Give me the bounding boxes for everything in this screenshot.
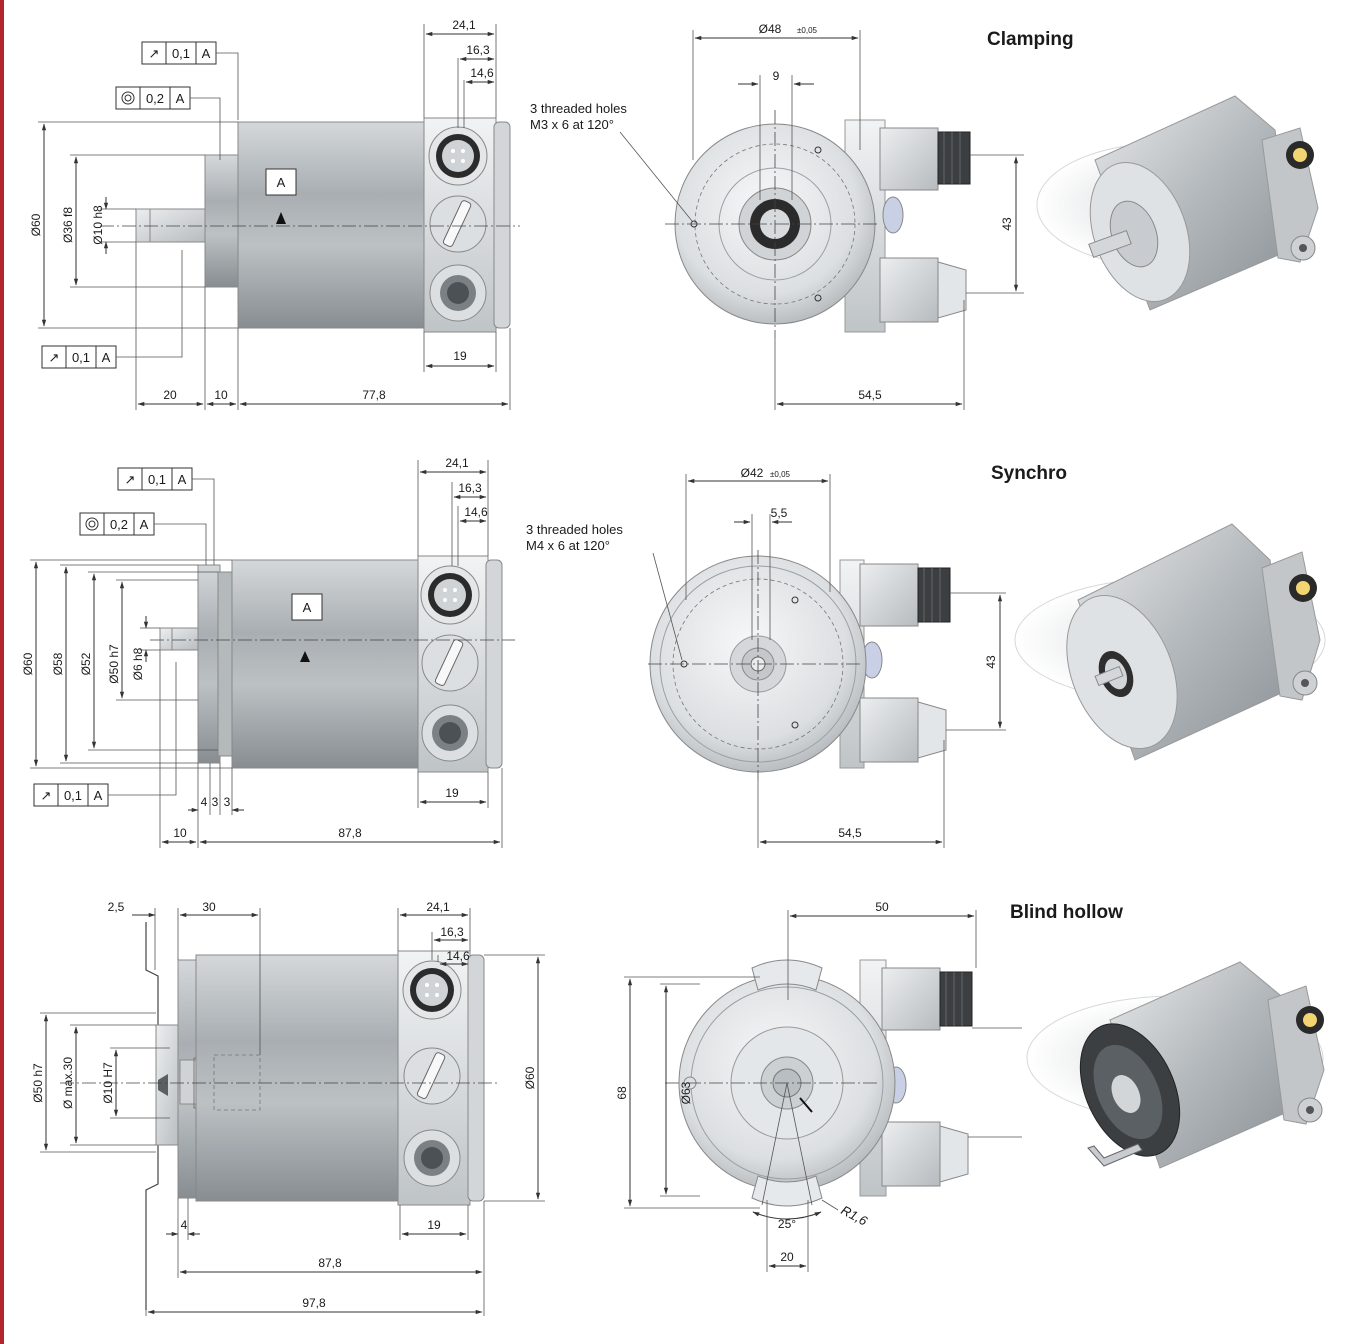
- svg-text:↗: ↗: [41, 788, 52, 803]
- clamping-runout-top-value: 0,1: [172, 46, 190, 61]
- synchro-runout-top-datum: A: [178, 472, 187, 487]
- synchro-runout-bottom-datum: A: [94, 788, 103, 803]
- svg-text:↗: ↗: [149, 46, 160, 61]
- clamping-dim-phi60: Ø60: [29, 213, 43, 236]
- clamping-dim-phi48: Ø48: [759, 22, 782, 36]
- synchro-holes-note-line1: 3 threaded holes: [526, 522, 623, 537]
- blind-dim-878: 87,8: [318, 1256, 342, 1270]
- synchro-dim-3b: 3: [224, 795, 231, 809]
- synchro-datum-label: A: [303, 600, 312, 615]
- synchro-dim-phi42-tol: ±0,05: [770, 470, 791, 479]
- clamping-dim-241: 24,1: [452, 18, 476, 32]
- synchro-dim-4: 4: [201, 795, 208, 809]
- blind-dim-phi60: Ø60: [523, 1066, 537, 1089]
- clamping-concentricity-value: 0,2: [146, 91, 164, 106]
- synchro-dim-phi60: Ø60: [21, 652, 35, 675]
- synchro-dim-phi42: Ø42: [741, 466, 764, 480]
- synchro-holes-note-line2: M4 x 6 at 120°: [526, 538, 610, 553]
- clamping-dim-778: 77,8: [362, 388, 386, 402]
- synchro-side-view: A ↗ 0,1 A 0,2 A ↗ 0,1 A: [21, 456, 515, 848]
- synchro-concentricity-value: 0,2: [110, 517, 128, 532]
- clamping-holes-note-line2: M3 x 6 at 120°: [530, 117, 614, 132]
- clamping-dim-20: 20: [163, 388, 177, 402]
- synchro-concentricity-datum: A: [140, 517, 149, 532]
- synchro-title: Synchro: [991, 463, 1067, 484]
- clamping-concentricity-datum: A: [176, 91, 185, 106]
- synchro-iso-image: [1014, 523, 1326, 761]
- blind-dim-978: 97,8: [302, 1296, 326, 1310]
- blind-dim-68: 68: [615, 1086, 629, 1100]
- synchro-dim-241: 24,1: [445, 456, 469, 470]
- clamping-holes-note-line1: 3 threaded holes: [530, 101, 627, 116]
- clamping-dim-10: 10: [214, 388, 228, 402]
- blind-dim-r16: R1,6: [839, 1202, 871, 1228]
- blind-hollow-front-view: 50 68 Ø63 25° R1,6 20: [615, 900, 1022, 1272]
- synchro-runout-top-value: 0,1: [148, 472, 166, 487]
- synchro-dim-43: 43: [984, 655, 998, 669]
- synchro-dim-phi50: Ø50 h7: [107, 644, 121, 684]
- blind-dim-19: 19: [427, 1218, 441, 1232]
- synchro-dim-phi58: Ø58: [51, 652, 65, 675]
- synchro-dim-phi6: Ø6 h8: [131, 647, 145, 680]
- svg-text:↗: ↗: [125, 472, 136, 487]
- blind-hollow-title: Blind hollow: [1010, 902, 1123, 923]
- blind-hollow-side-view: 2,5 30 24,1 16,3 14,6 19 4 87,8 97,8 Ø50…: [31, 900, 545, 1316]
- blind-dim-50: 50: [875, 900, 889, 914]
- blind-hollow-iso-image: [1026, 961, 1325, 1169]
- clamping-side-view: A ↗ 0,1 A 0,2 A ↗ 0,1 A: [29, 18, 520, 410]
- synchro-dim-545: 54,5: [838, 826, 862, 840]
- clamping-runout-bottom-value: 0,1: [72, 350, 90, 365]
- synchro-dim-878: 87,8: [338, 826, 362, 840]
- clamping-dim-146: 14,6: [470, 66, 494, 80]
- clamping-title: Clamping: [987, 29, 1074, 50]
- synchro-dim-55: 5,5: [771, 506, 788, 520]
- synchro-dim-10: 10: [173, 826, 187, 840]
- clamping-dim-phi36: Ø36 f8: [61, 207, 75, 243]
- clamping-dim-545: 54,5: [858, 388, 882, 402]
- blind-dim-phi63: Ø63: [679, 1081, 693, 1104]
- blind-dim-30: 30: [202, 900, 216, 914]
- clamping-dim-19: 19: [453, 349, 467, 363]
- accent-bar: [0, 0, 4, 1344]
- blind-dim-phi50: Ø50 h7: [31, 1063, 45, 1103]
- clamping-dim-9: 9: [773, 69, 780, 83]
- blind-dim-146: 14,6: [446, 949, 470, 963]
- blind-dim-25: 2,5: [108, 900, 125, 914]
- synchro-runout-bottom-value: 0,1: [64, 788, 82, 803]
- clamping-dim-phi10: Ø10 h8: [91, 205, 105, 245]
- blind-dim-20: 20: [780, 1250, 794, 1264]
- clamping-runout-bottom-datum: A: [102, 350, 111, 365]
- synchro-dim-19: 19: [445, 786, 459, 800]
- clamping-dim-163: 16,3: [466, 43, 490, 57]
- clamping-dim-43: 43: [1000, 217, 1014, 231]
- synchro-dim-146: 14,6: [464, 505, 488, 519]
- blind-dim-4: 4: [181, 1218, 188, 1232]
- clamping-datum-label: A: [277, 175, 286, 190]
- blind-dim-241: 24,1: [426, 900, 450, 914]
- clamping-iso-image: [1036, 95, 1319, 311]
- blind-dim-25deg: 25°: [778, 1217, 796, 1231]
- synchro-front-view: 3 threaded holes M4 x 6 at 120° Ø42 ±0,0…: [526, 466, 1006, 848]
- svg-text:↗: ↗: [49, 350, 60, 365]
- blind-dim-163: 16,3: [440, 925, 464, 939]
- synchro-dim-3a: 3: [212, 795, 219, 809]
- synchro-dim-phi52: Ø52: [79, 652, 93, 675]
- blind-dim-phimax30: Ø max.30: [61, 1057, 75, 1109]
- clamping-front-view: 3 threaded holes M3 x 6 at 120° Ø48 ±0,0…: [530, 22, 1024, 410]
- synchro-dim-163: 16,3: [458, 481, 482, 495]
- clamping-dim-phi48-tol: ±0,05: [797, 26, 818, 35]
- clamping-runout-top-datum: A: [202, 46, 211, 61]
- blind-dim-phi10: Ø10 H7: [101, 1062, 115, 1104]
